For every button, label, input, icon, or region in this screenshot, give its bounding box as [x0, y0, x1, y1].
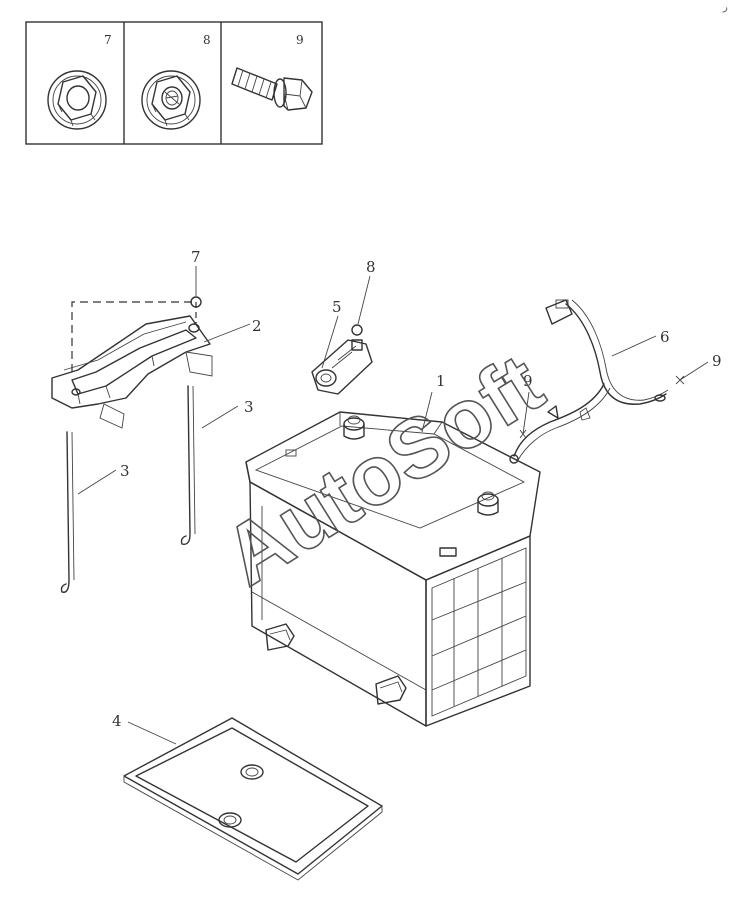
inset-cell-nut-7: 7 [47, 33, 112, 130]
corner-mark: ر [722, 2, 728, 13]
j-hook-rod-left [60, 431, 75, 593]
callout-3-left: 3 [120, 462, 130, 480]
battery-cable [509, 299, 669, 464]
callout-9-left: 9 [523, 372, 533, 390]
callout-7: 7 [191, 248, 201, 266]
inset-cell-bolt-9: 9 [231, 33, 313, 111]
battery [245, 411, 541, 727]
j-hook-rod-right [180, 385, 196, 545]
inset-callout-9: 9 [296, 33, 304, 47]
fastener-inset: 7 8 9 [25, 21, 323, 145]
callout-1: 1 [436, 372, 446, 390]
callout-2: 2 [252, 317, 262, 335]
leader-3-right [201, 405, 239, 429]
leader-4 [127, 721, 177, 745]
terminal-clamp [311, 339, 373, 395]
leader-9-right [679, 361, 709, 381]
leader-6 [611, 335, 657, 357]
terminal-nut [351, 324, 363, 336]
inset-callout-8: 8 [203, 33, 211, 47]
leader-3-left [77, 469, 117, 495]
flange-nut-icon [47, 70, 107, 130]
leader-1 [421, 391, 433, 433]
flange-nut-icon [141, 70, 201, 130]
callout-5: 5 [332, 298, 342, 316]
callout-8: 8 [366, 258, 376, 276]
leader-9-left [522, 391, 530, 435]
inset-cell-nut-8: 8 [141, 33, 211, 130]
watermark: AutoSoft [208, 336, 558, 604]
callout-6: 6 [660, 328, 670, 346]
flange-bolt-icon [231, 67, 313, 111]
callout-3-right: 3 [244, 398, 254, 416]
hold-down-clamp [51, 301, 213, 429]
callout-4: 4 [112, 712, 122, 730]
leader-8 [357, 275, 371, 325]
leader-5 [321, 315, 339, 369]
battery-tray [123, 717, 383, 881]
callout-9-right: 9 [712, 352, 722, 370]
leader-2 [203, 323, 251, 343]
hold-down-nut [190, 296, 202, 308]
inset-callout-7: 7 [104, 33, 112, 47]
